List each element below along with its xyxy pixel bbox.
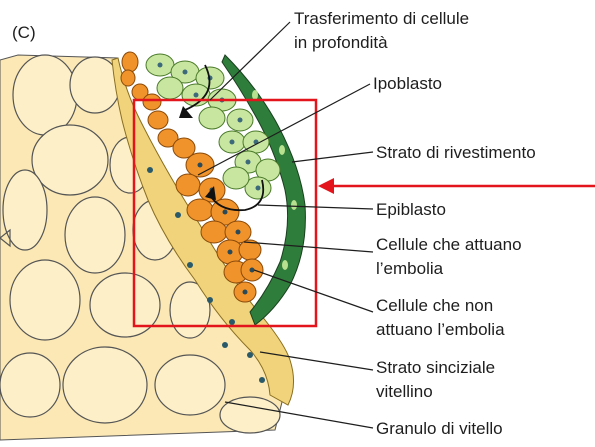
label-trasferimento-2: in profondità [294,33,388,52]
label-epiblasto: Epiblasto [376,200,446,219]
label-granulo: Granulo di vitello [376,419,503,438]
label-non-embolia-2: attuano l’embolia [376,320,505,339]
label-embolia-1: Cellule che attuano [376,235,522,254]
label-sinciziale-1: Strato sinciziale [376,358,495,377]
label-trasferimento-1: Trasferimento di cellule [294,9,469,28]
label-ipoblasto: Ipoblasto [373,74,442,93]
panel-label: (C) [12,23,36,42]
red-arrow [318,178,595,194]
label-sinciziale-2: vitellino [376,382,433,401]
label-embolia-2: l’embolia [376,259,444,278]
label-non-embolia-1: Cellule che non [376,296,493,315]
label-strato-rivestimento: Strato di rivestimento [376,143,536,162]
